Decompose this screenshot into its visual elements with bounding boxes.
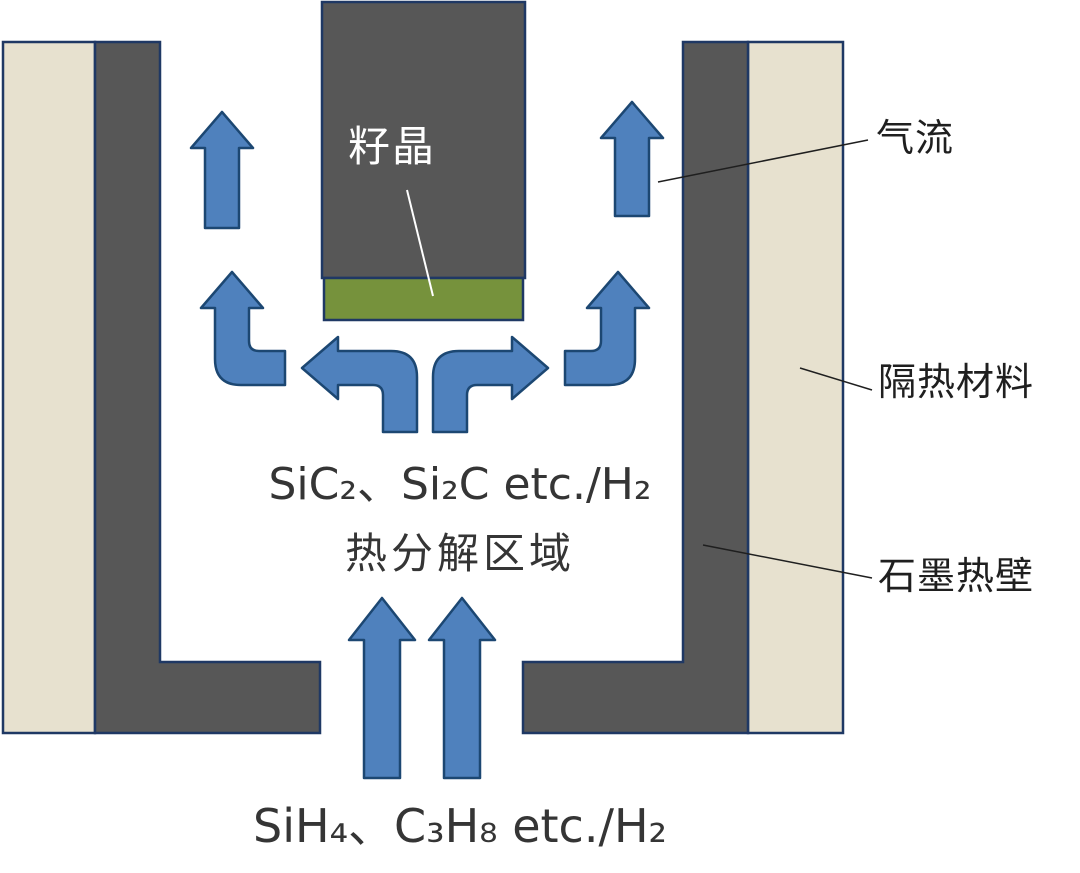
inlet-gas-text: SiH₄、C₃H₈ etc./H₂ — [253, 799, 667, 853]
gas-flow-leader-line — [657, 139, 869, 183]
insulation-wall-left — [1, 40, 97, 735]
flow-bend-right-up-arrow — [563, 270, 651, 387]
gas-flow-label: 气流 — [876, 116, 955, 160]
insulation-label: 隔热材料 — [878, 360, 1035, 404]
graphite-wall-left — [93, 40, 322, 735]
inlet-arrow-left — [347, 596, 417, 780]
seed-pointer-line — [406, 189, 434, 297]
insulation-leader-line — [799, 367, 873, 391]
graphite-wall-right — [521, 40, 750, 735]
inlet-arrow-right — [427, 596, 497, 780]
flow-split-left-arrow — [300, 335, 419, 434]
flow-bend-left-up-arrow — [199, 270, 287, 387]
seed-crystal-label: 籽晶 — [348, 122, 437, 171]
outlet-arrow-left — [189, 110, 255, 230]
reaction-species-text: SiC₂、Si₂C etc./H₂ — [268, 459, 652, 510]
seed-crystal — [322, 276, 525, 322]
outlet-arrow-right — [599, 100, 665, 218]
insulation-wall-right — [746, 40, 845, 735]
decomposition-zone-text: 热分解区域 — [344, 529, 575, 578]
graphite-leader-line — [702, 544, 873, 579]
seed-holder-block — [320, 0, 527, 280]
flow-split-right-arrow — [431, 335, 550, 434]
graphite-wall-label: 石墨热壁 — [878, 554, 1035, 598]
